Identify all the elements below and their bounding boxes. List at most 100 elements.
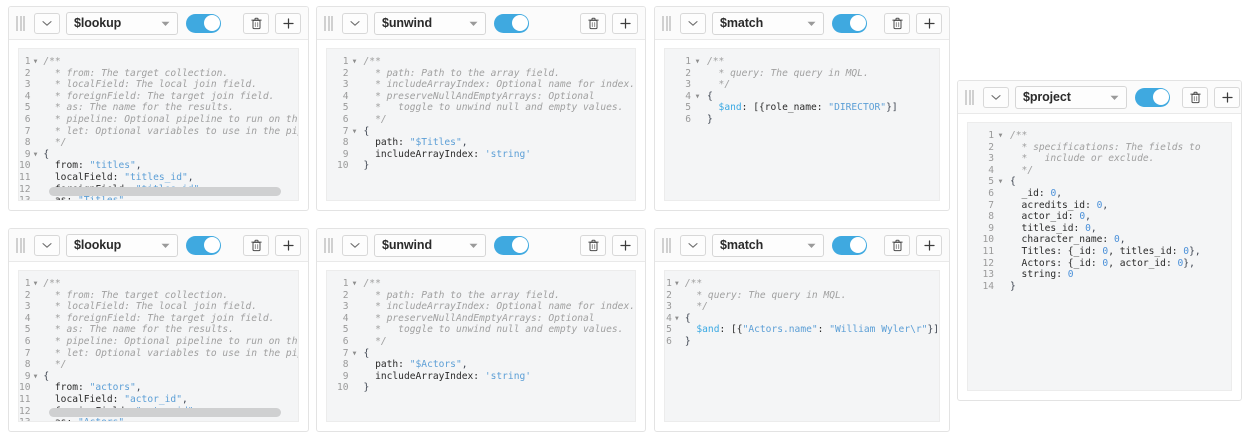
fold-toggle-icon <box>33 394 40 406</box>
stage-operator-select[interactable]: $project <box>1015 85 1127 109</box>
stage-card-unwind-1: $unwind 1▾/**2 * path: Path to the array … <box>316 6 646 211</box>
line-number: 4 <box>342 90 349 102</box>
fold-toggle-icon[interactable]: ▾ <box>673 312 680 324</box>
stage-code-editor[interactable]: 1▾/**2 * query: The query in MQL.3 */4▾{… <box>664 48 940 201</box>
collapse-stage-button[interactable] <box>680 234 706 256</box>
fold-toggle-icon[interactable]: ▾ <box>32 278 39 289</box>
line-content: * includeArrayIndex: Optional name for i… <box>363 79 635 91</box>
line-number: 12 <box>982 257 994 269</box>
add-stage-button[interactable] <box>1214 86 1240 108</box>
fold-toggle-icon[interactable]: ▾ <box>32 370 39 382</box>
stage-operator-select[interactable]: $unwind <box>374 11 486 35</box>
stage-operator-label: $match <box>720 237 764 252</box>
stage-code-editor[interactable]: 1▾/**2 * path: Path to the array field.3… <box>326 270 636 422</box>
chevron-down-icon <box>469 14 478 32</box>
line-number: 6 <box>685 113 691 125</box>
trash-icon <box>250 239 262 252</box>
drag-handle-icon[interactable] <box>324 15 335 31</box>
horizontal-scrollbar[interactable] <box>49 408 281 417</box>
fold-toggle-icon[interactable]: ▾ <box>997 130 1004 141</box>
fold-toggle-icon[interactable]: ▾ <box>351 278 358 289</box>
drag-handle-icon[interactable] <box>324 237 335 253</box>
delete-stage-button[interactable] <box>243 234 269 256</box>
stage-code-editor[interactable]: 1▾/**2 * from: The target collection.3 *… <box>18 48 299 201</box>
add-stage-button[interactable] <box>612 12 638 34</box>
drag-handle-icon[interactable] <box>662 237 673 253</box>
line-number: 3 <box>988 153 994 165</box>
chevron-down-icon <box>42 20 52 27</box>
trash-icon <box>587 17 599 30</box>
drag-handle-icon[interactable] <box>16 15 27 31</box>
chevron-down-icon <box>688 20 698 27</box>
delete-stage-button[interactable] <box>580 234 606 256</box>
stage-code-editor[interactable]: 1▾/**2 * path: Path to the array field.3… <box>326 48 636 201</box>
delete-stage-button[interactable] <box>243 12 269 34</box>
add-stage-button[interactable] <box>916 234 942 256</box>
stage-enabled-toggle[interactable] <box>186 13 221 33</box>
add-stage-button[interactable] <box>916 12 942 34</box>
stage-operator-select[interactable]: $match <box>712 233 824 257</box>
fold-toggle-icon[interactable]: ▾ <box>694 90 701 102</box>
stage-enabled-toggle[interactable] <box>832 235 867 255</box>
fold-toggle-icon[interactable]: ▾ <box>32 56 39 67</box>
drag-handle-icon[interactable] <box>965 89 976 105</box>
fold-toggle-icon[interactable]: ▾ <box>673 278 680 289</box>
add-stage-button[interactable] <box>275 12 301 34</box>
fold-toggle-icon[interactable]: ▾ <box>351 56 358 67</box>
line-content: { <box>363 125 370 137</box>
drag-handle-icon[interactable] <box>662 15 673 31</box>
delete-stage-button[interactable] <box>1182 86 1208 108</box>
stage-enabled-toggle[interactable] <box>832 13 867 33</box>
fold-toggle-icon[interactable]: ▾ <box>997 176 1004 188</box>
line-number: 2 <box>685 67 691 79</box>
line-number: 11 <box>19 393 31 405</box>
stage-operator-select[interactable]: $lookup <box>66 233 178 257</box>
fold-toggle-icon[interactable]: ▾ <box>351 347 358 359</box>
stage-enabled-toggle[interactable] <box>494 235 529 255</box>
line-number: 9 <box>24 370 31 382</box>
stage-code-editor[interactable]: 1▾/**2 * query: The query in MQL.3 */4▾{… <box>664 270 940 422</box>
line-number: 7 <box>24 347 31 359</box>
stage-operator-select[interactable]: $match <box>712 11 824 35</box>
line-number: 5 <box>24 324 31 336</box>
stage-operator-label: $unwind <box>382 15 432 30</box>
line-content: { <box>43 370 50 382</box>
line-content: Actors: {_id: 0, actor_id: 0}, <box>1010 257 1195 269</box>
code-line: 3 * includeArrayIndex: Optional name for… <box>327 301 635 313</box>
collapse-stage-button[interactable] <box>680 12 706 34</box>
stage-enabled-toggle[interactable] <box>1135 87 1170 107</box>
fold-toggle-icon[interactable]: ▾ <box>351 125 358 137</box>
stage-operator-select[interactable]: $lookup <box>66 11 178 35</box>
stage-enabled-toggle[interactable] <box>186 235 221 255</box>
collapse-stage-button[interactable] <box>342 234 368 256</box>
delete-stage-button[interactable] <box>884 234 910 256</box>
fold-toggle-icon <box>674 301 681 313</box>
chevron-down-icon <box>350 20 360 27</box>
stage-operator-select[interactable]: $unwind <box>374 233 486 257</box>
stage-actions <box>1182 86 1240 108</box>
code-line: 3 * localField: The local join field. <box>19 79 298 91</box>
stage-header: $unwind <box>317 7 645 40</box>
add-stage-button[interactable] <box>612 234 638 256</box>
collapse-stage-button[interactable] <box>983 86 1009 108</box>
collapse-stage-button[interactable] <box>342 12 368 34</box>
add-stage-button[interactable] <box>275 234 301 256</box>
collapse-stage-button[interactable] <box>34 12 60 34</box>
fold-toggle-icon <box>33 184 40 196</box>
code-line: 9 includeArrayIndex: 'string' <box>327 149 635 161</box>
stage-code-editor[interactable]: 1▾/**2 * from: The target collection.3 *… <box>18 270 299 422</box>
drag-handle-icon[interactable] <box>16 237 27 253</box>
line-number: 5 <box>24 102 31 114</box>
fold-toggle-icon[interactable]: ▾ <box>694 56 701 67</box>
editor-scroll-area: 1▾/**2 * query: The query in MQL.3 */4▾{… <box>665 49 939 200</box>
horizontal-scrollbar[interactable] <box>49 187 281 196</box>
stage-enabled-toggle[interactable] <box>494 13 529 33</box>
line-content: /** <box>707 56 725 67</box>
delete-stage-button[interactable] <box>580 12 606 34</box>
delete-stage-button[interactable] <box>884 12 910 34</box>
collapse-stage-button[interactable] <box>34 234 60 256</box>
fold-toggle-icon[interactable]: ▾ <box>32 148 39 160</box>
line-number: 12 <box>19 405 31 417</box>
code-line: 10 from: "actors", <box>19 382 298 394</box>
